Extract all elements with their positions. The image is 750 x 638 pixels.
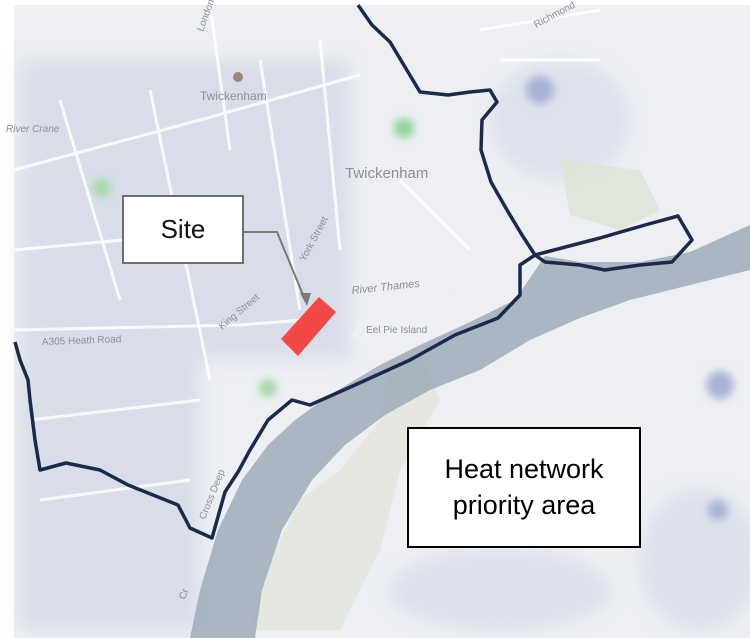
priority-area-legend: Heat network priority area bbox=[407, 427, 641, 548]
station-marker bbox=[233, 72, 243, 82]
heat-spots bbox=[93, 76, 734, 520]
river-thames bbox=[190, 225, 750, 638]
label-cross-deep-short: Cr bbox=[177, 587, 191, 601]
label-heath-road: A305 Heath Road bbox=[42, 334, 122, 348]
callout-arrowhead bbox=[300, 293, 311, 306]
park-areas bbox=[250, 160, 660, 630]
site-marker bbox=[281, 297, 336, 356]
site-callout-label: Site bbox=[160, 214, 206, 244]
site-callout: Site bbox=[122, 195, 244, 264]
label-twickenham-station: Twickenham bbox=[200, 89, 267, 103]
legend-line-2: priority area bbox=[452, 489, 596, 520]
street-lines bbox=[13, 4, 601, 502]
label-eel-pie-island: Eel Pie Island bbox=[366, 325, 427, 336]
priority-area-boundary-east bbox=[533, 214, 694, 272]
label-twickenham-town: Twickenham bbox=[345, 165, 428, 182]
priority-area-boundary bbox=[13, 3, 537, 540]
eel-pie-island bbox=[350, 295, 480, 345]
callout-leader bbox=[244, 231, 307, 303]
legend-line-1: Heat network bbox=[444, 454, 604, 485]
label-river-crane: River Crane bbox=[6, 124, 60, 135]
